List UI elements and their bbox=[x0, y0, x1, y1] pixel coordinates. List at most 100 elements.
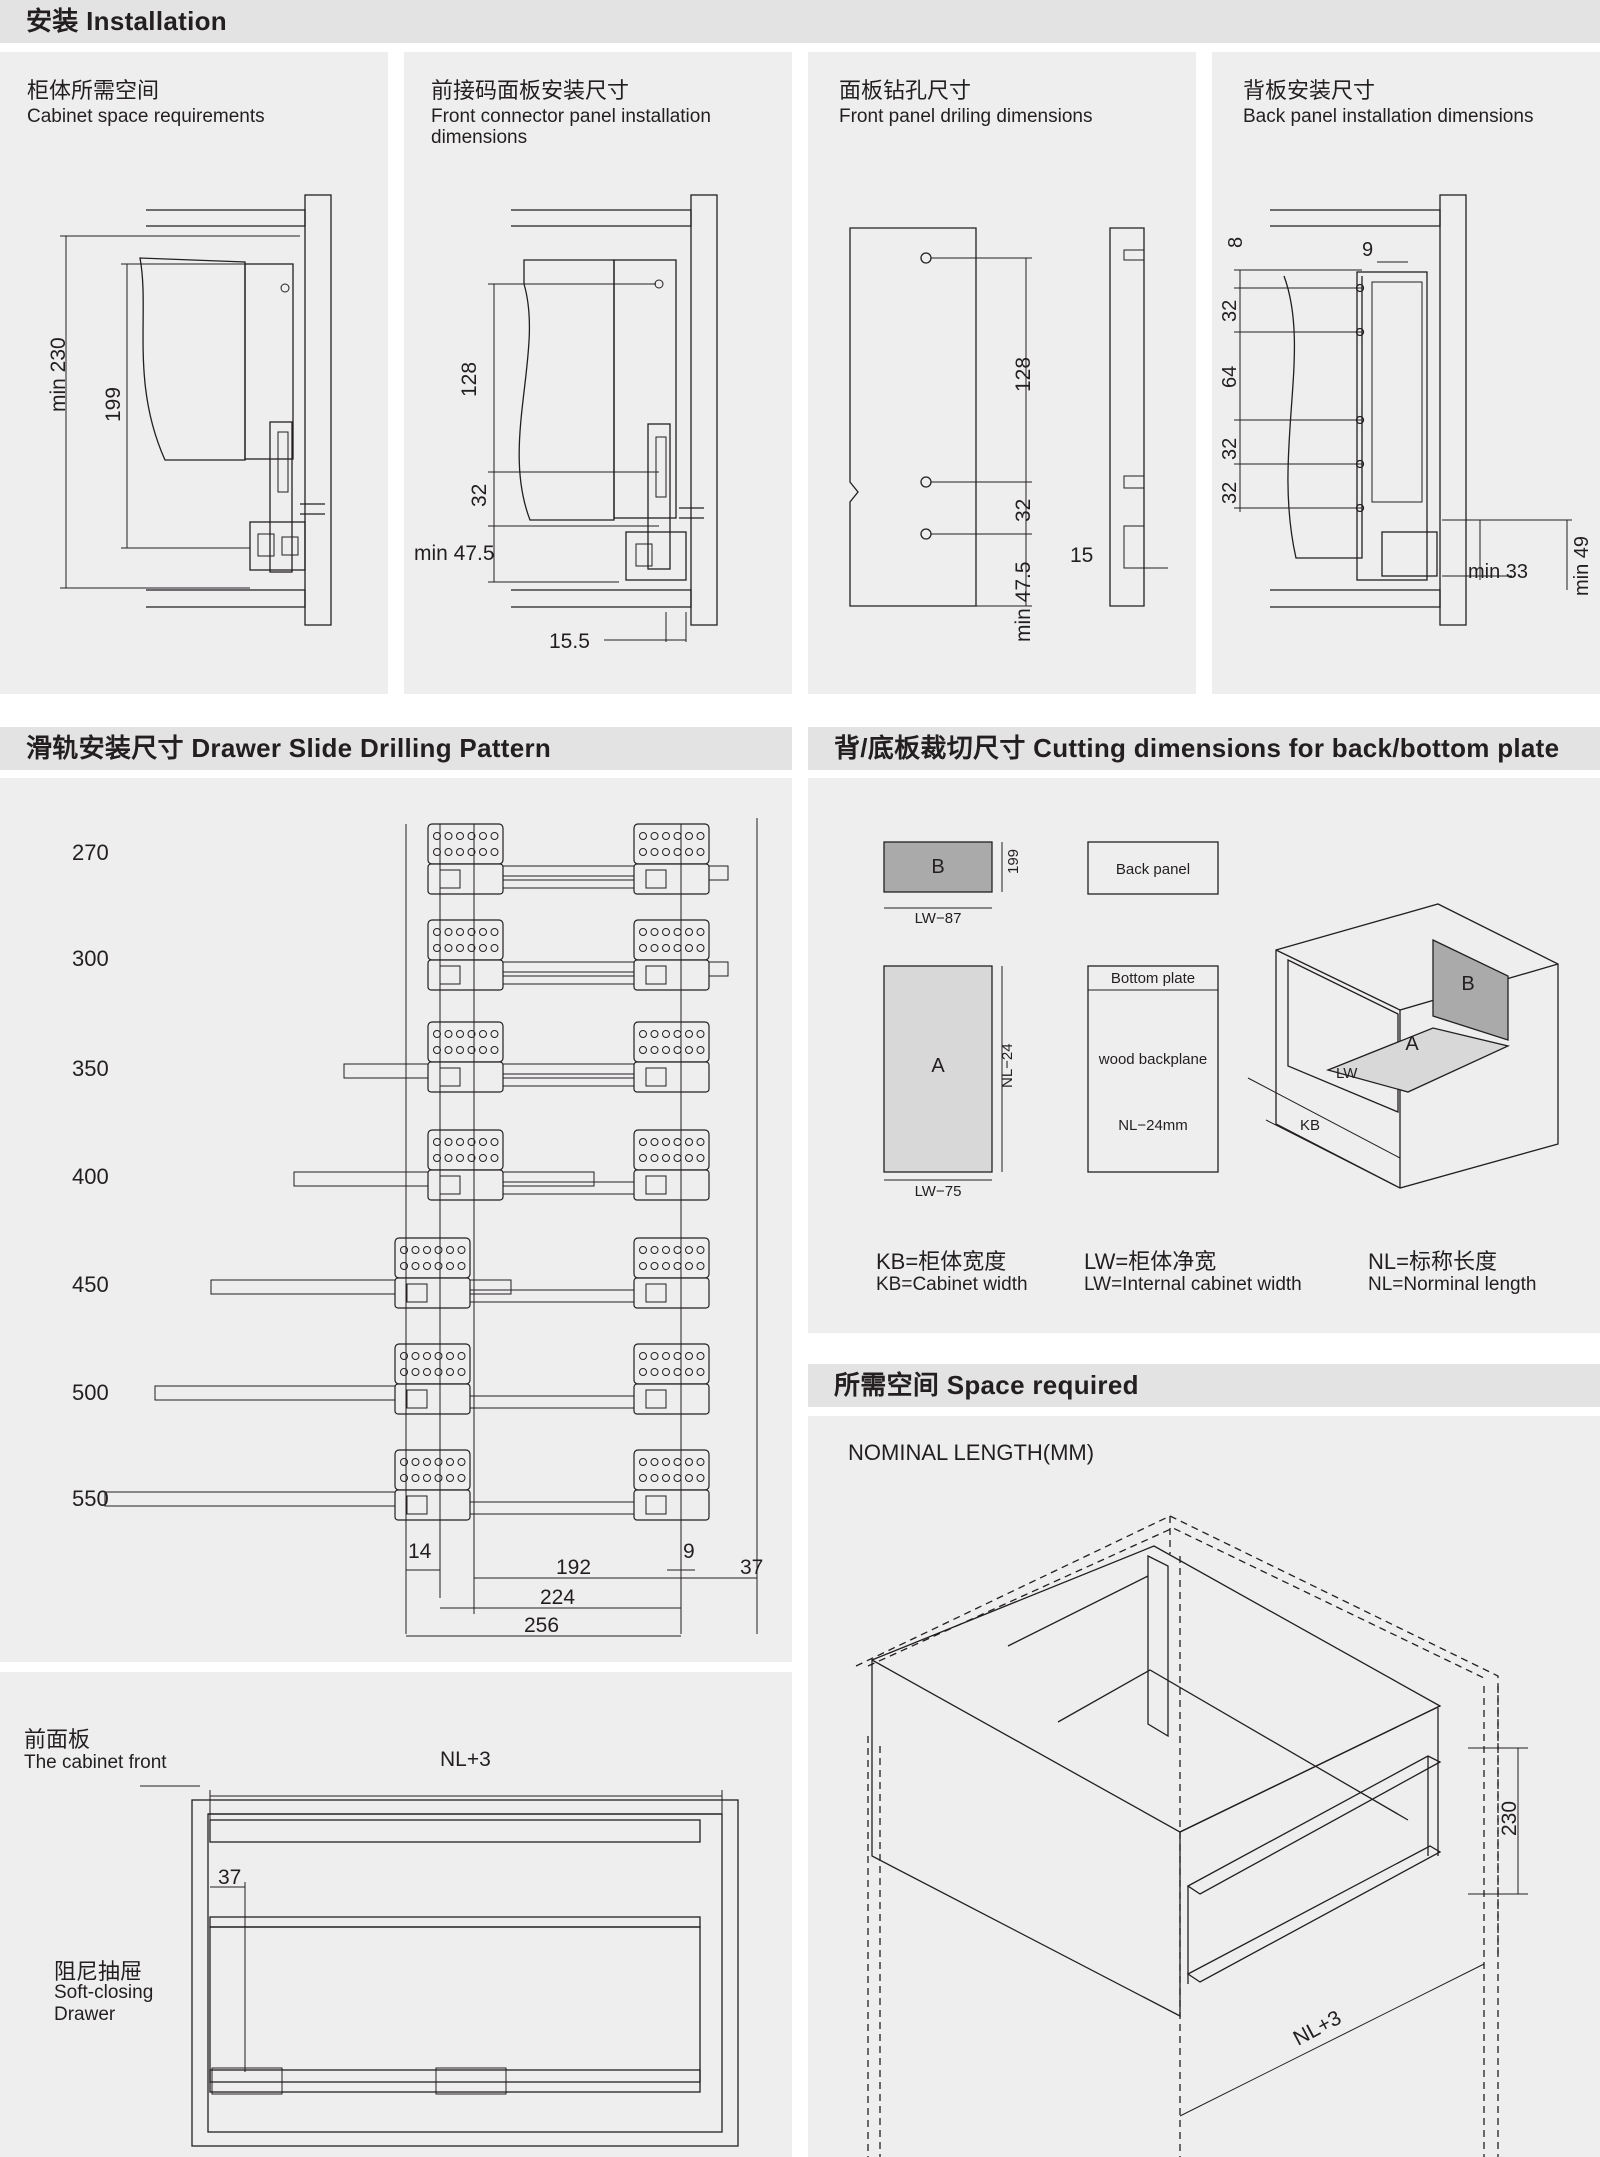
dim-199: 199 bbox=[102, 387, 125, 422]
panel-title-en: Front panel driling dimensions bbox=[839, 106, 1093, 127]
legend-lw-en: LW=Internal cabinet width bbox=[1084, 1274, 1302, 1295]
cabinet-space-drawing: min 230 199 bbox=[47, 194, 332, 626]
drilling-row bbox=[343, 1021, 710, 1093]
dim-224: 224 bbox=[540, 1586, 575, 1609]
panel-back-panel: 背板安装尺寸 Back panel installation dimension… bbox=[1212, 52, 1600, 694]
legend-lw-cn: LW=柜体净宽 bbox=[1084, 1249, 1217, 1274]
iso-back-plate bbox=[1432, 938, 1509, 1041]
front-label-cn: 前面板 bbox=[24, 1727, 91, 1752]
dim-64: 64 bbox=[1219, 366, 1241, 388]
dim-32: 32 bbox=[468, 484, 491, 507]
drilling-row bbox=[427, 823, 729, 895]
wood-backplane-label: wood backplane bbox=[1098, 1051, 1207, 1068]
plate-b bbox=[883, 841, 993, 893]
panel-title-en: Cabinet space requirements bbox=[27, 106, 265, 127]
panel-title-cn: 前接码面板安装尺寸 bbox=[431, 78, 630, 103]
panel-front-section: 前面板 The cabinet front 阻尼抽屉 Soft-closing … bbox=[0, 1672, 792, 2157]
panel-title-cn: 面板钻孔尺寸 bbox=[839, 78, 972, 103]
drawer-label-en-2: Drawer bbox=[54, 2004, 116, 2025]
legend-kb-cn: KB=柜体宽度 bbox=[876, 1249, 1007, 1274]
dim-32-a: 32 bbox=[1219, 300, 1241, 322]
dim-32-b: 32 bbox=[1219, 438, 1241, 460]
dim-min47-5: min 47.5 bbox=[1012, 561, 1035, 642]
drilling-row bbox=[154, 1343, 710, 1415]
dim-min49: min 49 bbox=[1571, 536, 1593, 596]
dim-230: 230 bbox=[1498, 1801, 1521, 1836]
panel-front-drilling: 面板钻孔尺寸 Front panel driling dimensions 12… bbox=[808, 52, 1196, 694]
iso-b-label: B bbox=[1461, 973, 1474, 995]
dim-37: 37 bbox=[740, 1556, 763, 1579]
dim-256: 256 bbox=[524, 1614, 559, 1637]
dim-9: 9 bbox=[683, 1540, 695, 1563]
dim-8: 8 bbox=[1225, 237, 1247, 248]
dim-lw-75: LW−75 bbox=[915, 1183, 962, 1200]
drilling-pattern-drawing: 14 9 192 37 224 256 bbox=[104, 818, 763, 1637]
legend-nl-cn: NL=标称长度 bbox=[1368, 1249, 1497, 1274]
dim-nl-plus-3: NL+3 bbox=[1290, 2006, 1346, 2050]
dim-15-5: 15.5 bbox=[549, 630, 590, 653]
drilling-row bbox=[210, 1237, 710, 1309]
back-panel-drawing: 8 9 32 64 32 32 min 33 min 49 bbox=[1219, 194, 1593, 626]
dim-14: 14 bbox=[408, 1540, 432, 1563]
front-connector-drawing: 128 32 min 47.5 15.5 bbox=[414, 194, 718, 653]
iso-a-label: A bbox=[1405, 1033, 1419, 1055]
dim-min33: min 33 bbox=[1468, 561, 1528, 583]
back-panel-label: Back panel bbox=[1116, 861, 1190, 878]
iso-kb-label: KB bbox=[1300, 1117, 1320, 1134]
panel-cutting: B 199 LW−87 Back panel A NL−24 LW−75 Bot… bbox=[808, 778, 1600, 1333]
panel-cabinet-space: 柜体所需空间 Cabinet space requirements min 23… bbox=[0, 52, 388, 694]
panel-title-cn: 柜体所需空间 bbox=[27, 78, 160, 103]
length-label: 450 bbox=[72, 1272, 109, 1297]
cutting-header: 背/底板裁切尺寸 Cutting dimensions for back/bot… bbox=[808, 727, 1600, 770]
nl-24mm-label: NL−24mm bbox=[1118, 1117, 1188, 1134]
dim-min230: min 230 bbox=[47, 337, 70, 412]
panel-drilling-pattern: 14 9 192 37 224 256 270 300 350 400 450 … bbox=[0, 778, 792, 1662]
plate-a-label: A bbox=[931, 1055, 945, 1077]
nominal-length-label: NOMINAL LENGTH(MM) bbox=[848, 1440, 1095, 1465]
dim-128: 128 bbox=[1012, 357, 1035, 392]
length-label: 550 bbox=[72, 1486, 109, 1511]
front-drilling-drawing: 128 32 min 47.5 15 bbox=[849, 227, 1168, 642]
drawer-label-cn: 阻尼抽屉 bbox=[54, 1959, 143, 1984]
dim-nl-24: NL−24 bbox=[999, 1043, 1016, 1088]
dim-nl-plus-3: NL+3 bbox=[440, 1748, 491, 1771]
drilling-row bbox=[104, 1449, 710, 1521]
dim-37: 37 bbox=[218, 1866, 241, 1889]
dim-32: 32 bbox=[1012, 499, 1035, 522]
drawer-label-en-1: Soft-closing bbox=[54, 1982, 154, 2003]
panel-title-en: Back panel installation dimensions bbox=[1243, 106, 1534, 127]
length-label: 350 bbox=[72, 1056, 109, 1081]
legend-kb-en: KB=Cabinet width bbox=[876, 1274, 1028, 1295]
plate-b-label: B bbox=[931, 856, 944, 878]
legend-nl-en: NL=Norminal length bbox=[1368, 1274, 1537, 1295]
iso-lw-label: LW bbox=[1336, 1065, 1358, 1082]
cutting-drawing: B 199 LW−87 Back panel A NL−24 LW−75 Bot… bbox=[883, 841, 1559, 1200]
panel-front-connector: 前接码面板安装尺寸 Front connector panel installa… bbox=[404, 52, 792, 694]
dim-9: 9 bbox=[1362, 239, 1373, 261]
drilling-row bbox=[427, 919, 729, 991]
length-label: 500 bbox=[72, 1380, 109, 1405]
front-section-drawing: NL+3 37 bbox=[140, 1748, 739, 2147]
length-label: 300 bbox=[72, 946, 109, 971]
panel-title-en: Front connector panel installation dimen… bbox=[431, 106, 711, 148]
installation-header: 安装 Installation bbox=[0, 0, 1600, 43]
iso-bottom-plate bbox=[1325, 1027, 1510, 1093]
length-label: 400 bbox=[72, 1164, 109, 1189]
drilling-header: 滑轨安装尺寸 Drawer Slide Drilling Pattern bbox=[0, 727, 792, 770]
dim-32-c: 32 bbox=[1219, 482, 1241, 504]
panel-title-cn: 背板安装尺寸 bbox=[1243, 78, 1376, 103]
space-header: 所需空间 Space required bbox=[808, 1364, 1600, 1407]
space-required-drawing: 230 NL+3 bbox=[855, 1515, 1528, 2157]
dim-lw-87: LW−87 bbox=[915, 910, 962, 927]
length-label: 270 bbox=[72, 840, 109, 865]
dim-192: 192 bbox=[556, 1556, 591, 1579]
drilling-row bbox=[293, 1129, 710, 1201]
dim-15: 15 bbox=[1070, 544, 1093, 567]
dim-128: 128 bbox=[458, 362, 481, 397]
dim-199: 199 bbox=[1005, 849, 1022, 874]
bottom-plate-label: Bottom plate bbox=[1111, 970, 1195, 987]
panel-space-required: NOMINAL LENGTH(MM) 230 NL+3 bbox=[808, 1416, 1600, 2157]
dim-min47-5: min 47.5 bbox=[414, 542, 495, 565]
plate-a bbox=[883, 965, 993, 1173]
front-label-en: The cabinet front bbox=[24, 1752, 167, 1773]
